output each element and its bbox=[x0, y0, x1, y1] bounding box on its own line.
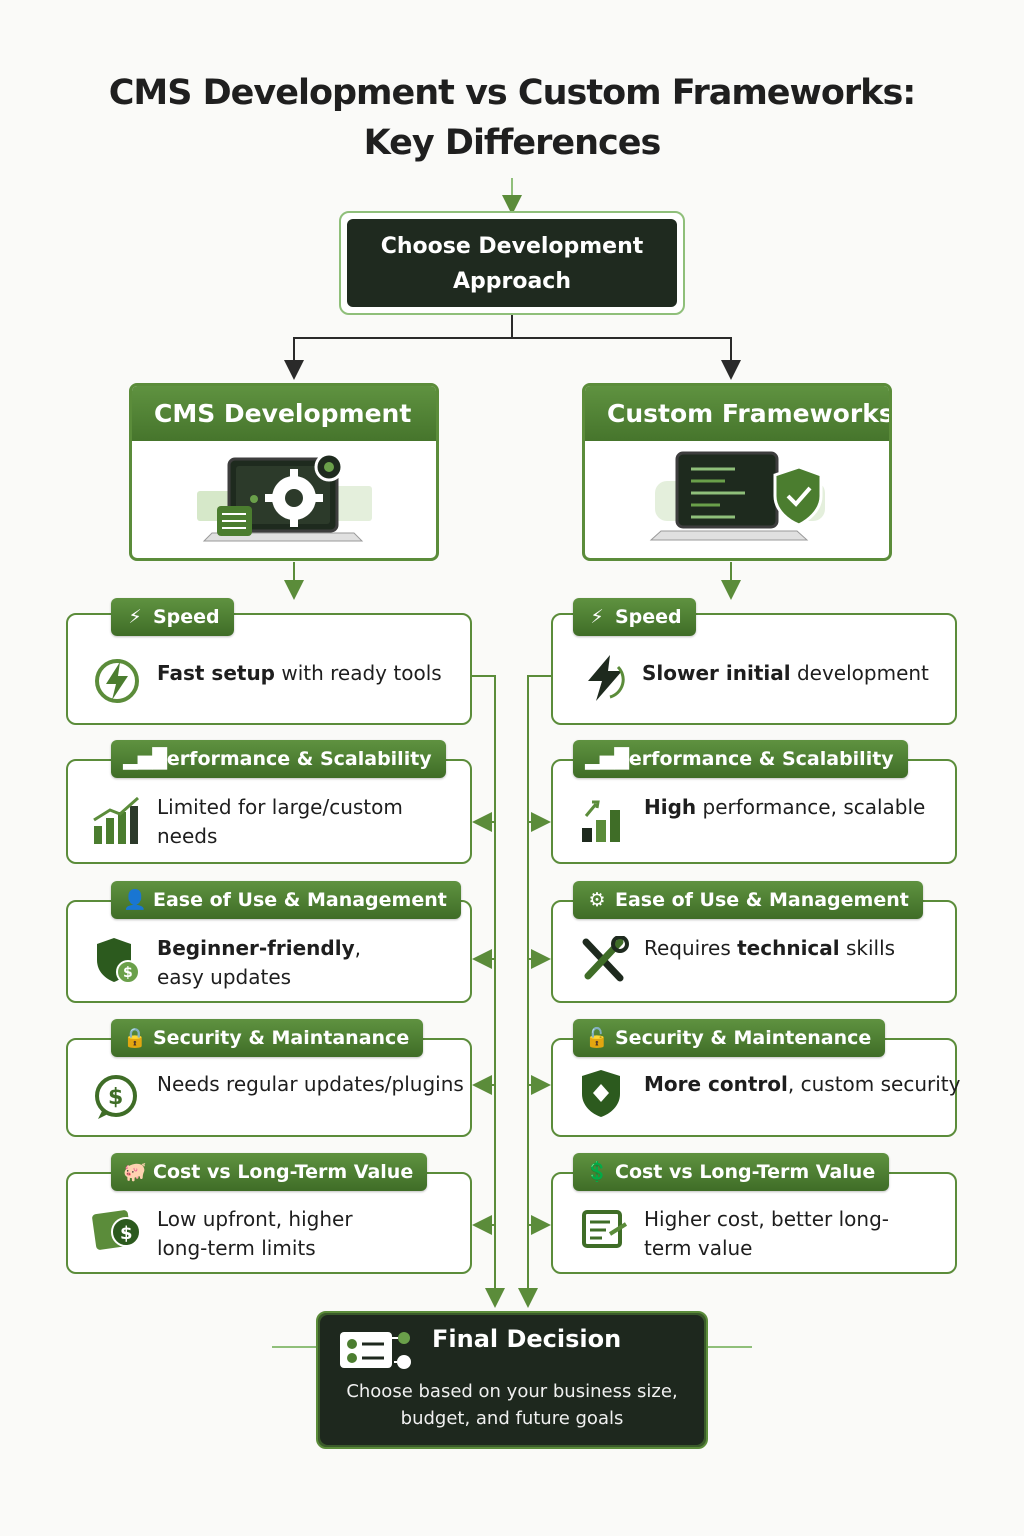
decision-board-icon bbox=[340, 1332, 411, 1369]
custom-column-title: Custom Frameworks bbox=[585, 386, 889, 441]
custom-tab-performance: ▂▅█Performance & Scalability bbox=[573, 740, 908, 778]
invoice-icon bbox=[582, 1210, 628, 1248]
cms-speed-text: Fast setup with ready tools bbox=[157, 661, 442, 685]
laptop-gear-icon bbox=[197, 452, 372, 542]
gear-icon: ⚙ bbox=[588, 889, 606, 911]
cms-ease-text: Beginner-friendly,easy updates bbox=[157, 936, 361, 989]
cms-column-title: CMS Development bbox=[132, 386, 436, 441]
cms-illustration bbox=[132, 441, 436, 558]
lock-icon: 🔓 bbox=[585, 1027, 609, 1049]
custom-tab-security: 🔓Security & Maintenance bbox=[573, 1019, 886, 1057]
cms-tab-performance: ▂▅█Performance & Scalability bbox=[111, 740, 446, 778]
lightning-circle-icon bbox=[95, 659, 139, 703]
growth-chart-icon bbox=[582, 800, 620, 842]
dollar-tag-icon: 💲 bbox=[585, 1161, 609, 1183]
shield-dollar-icon: $ bbox=[97, 938, 140, 984]
lightning-bolt-icon bbox=[588, 655, 625, 701]
lightning-icon: ⚡ bbox=[128, 606, 142, 628]
svg-text:$: $ bbox=[120, 1223, 133, 1244]
cms-tab-speed: ⚡Speed bbox=[111, 598, 234, 636]
cms-column-header: CMS Development bbox=[129, 383, 439, 561]
root-line-2: Approach bbox=[452, 269, 572, 294]
custom-tab-ease: ⚙Ease of Use & Management bbox=[573, 881, 923, 919]
laptop-shield-icon bbox=[649, 451, 825, 541]
growth-chart-icon bbox=[93, 796, 139, 844]
user-icon: 👤 bbox=[123, 889, 147, 911]
lock-icon: 🔒 bbox=[123, 1027, 147, 1049]
root-node: Choose Development Approach bbox=[347, 219, 677, 307]
tools-icon bbox=[582, 936, 629, 982]
custom-security-text: More control, custom security bbox=[644, 1072, 961, 1096]
svg-text:$: $ bbox=[108, 1085, 123, 1110]
cms-tab-cost: 🐖Cost vs Long-Term Value bbox=[111, 1153, 428, 1191]
svg-text:$: $ bbox=[123, 965, 133, 981]
custom-cost-text: Higher cost, better long-term value bbox=[644, 1207, 890, 1260]
dollar-chat-icon: $ bbox=[95, 1075, 137, 1119]
cms-tab-security: 🔒Security & Maintanance bbox=[111, 1019, 424, 1057]
shield-icon bbox=[582, 1070, 620, 1117]
money-icon: $ bbox=[92, 1210, 141, 1250]
cms-tab-ease: 👤Ease of Use & Management bbox=[111, 881, 461, 919]
lightning-icon: ⚡ bbox=[590, 606, 604, 628]
cms-security-text: Needs regular updates/plugins bbox=[157, 1072, 464, 1096]
bar-chart-icon: ▂▅█ bbox=[123, 748, 167, 770]
final-decision-text: Choose based on your business size, budg… bbox=[346, 1381, 678, 1429]
custom-performance-text: High performance, scalable bbox=[644, 795, 926, 819]
title-line-1: CMS Development vs Custom Frameworks: bbox=[108, 73, 917, 113]
custom-tab-speed: ⚡Speed bbox=[573, 598, 696, 636]
root-line-1: Choose Development bbox=[380, 234, 644, 259]
custom-illustration bbox=[585, 441, 889, 558]
title-line-2: Key Differences bbox=[363, 123, 662, 163]
final-decision-title: Final Decision bbox=[432, 1325, 622, 1353]
custom-column-header: Custom Frameworks bbox=[582, 383, 892, 561]
custom-tab-cost: 💲Cost vs Long-Term Value bbox=[573, 1153, 890, 1191]
custom-speed-text: Slower initial development bbox=[642, 661, 929, 685]
page-title: CMS Development vs Custom Frameworks: Ke… bbox=[0, 68, 1024, 168]
custom-ease-text: Requires technical skills bbox=[644, 936, 896, 960]
bar-chart-icon: ▂▅█ bbox=[585, 748, 629, 770]
piggy-bank-icon: 🐖 bbox=[123, 1161, 147, 1183]
